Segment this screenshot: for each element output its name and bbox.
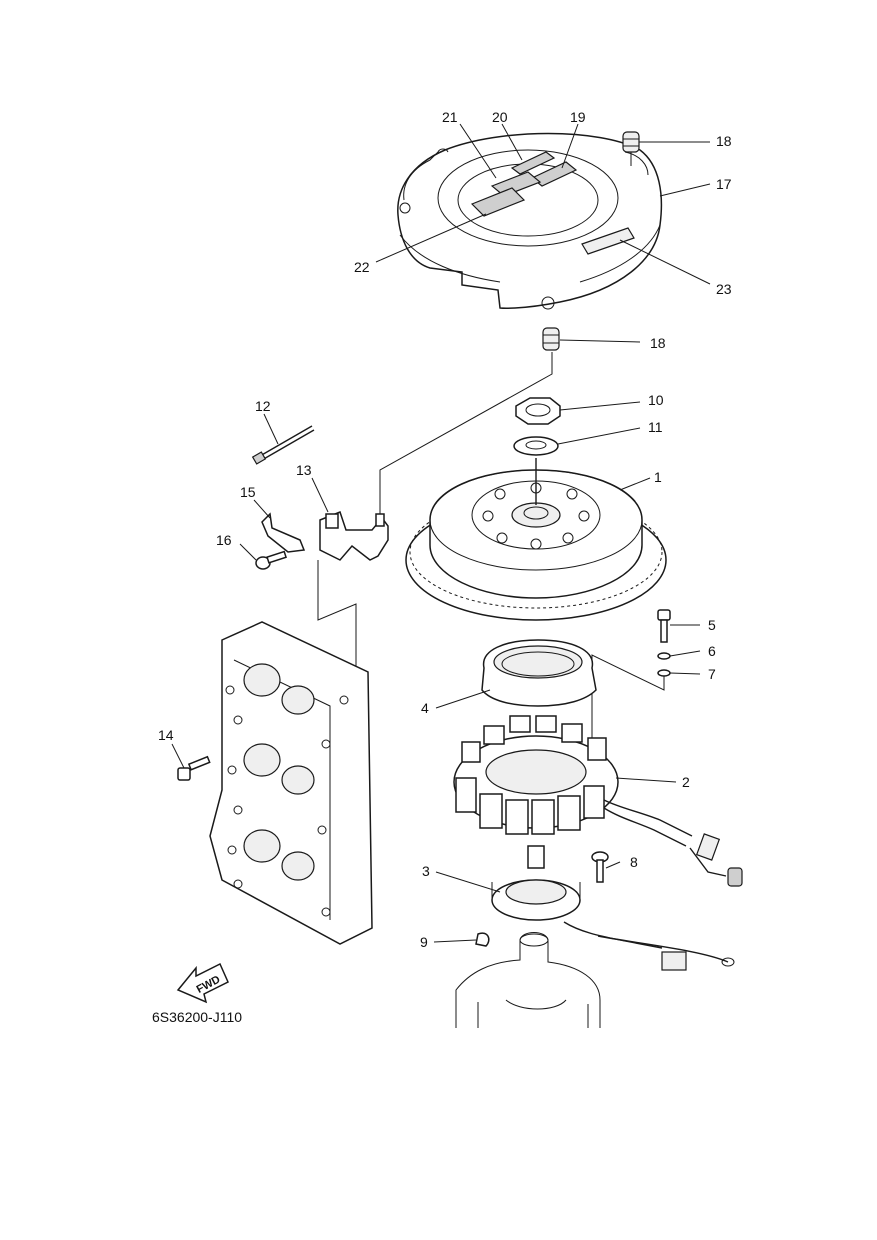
callout-23: 23: [716, 281, 732, 297]
callout-14: 14: [158, 727, 174, 743]
callout-18-top: 18: [716, 133, 732, 149]
callout-16: 16: [216, 532, 232, 548]
washer-6: [657, 652, 671, 660]
base-plate: [481, 639, 597, 707]
callout-19: 19: [570, 109, 586, 125]
callout-15: 15: [240, 484, 256, 500]
bolt-14: [177, 755, 211, 781]
cylinder-ports: [243, 663, 315, 881]
callout-17: 17: [716, 176, 732, 192]
callout-21: 21: [442, 109, 458, 125]
callout-7: 7: [708, 666, 716, 682]
callout-8: 8: [630, 854, 638, 870]
cover-labels: [470, 151, 635, 255]
block-bolt-holes: [225, 685, 349, 917]
callout-22: 22: [354, 259, 370, 275]
callout-2: 2: [682, 774, 690, 790]
cylinder-block: [209, 621, 373, 945]
flywheel: [405, 469, 667, 621]
rivet-9: [475, 932, 490, 947]
screw-8: [591, 851, 609, 883]
callout-10: 10: [648, 392, 664, 408]
stator: [453, 715, 743, 887]
callout-20: 20: [492, 109, 508, 125]
grommet-bottom: [542, 327, 560, 351]
assembly-line-grommet: [379, 352, 553, 515]
leader-lines: [171, 123, 711, 943]
cable-tie: [251, 425, 315, 465]
washer: [513, 436, 559, 456]
screw-16: [255, 550, 287, 570]
callout-6: 6: [708, 643, 716, 659]
callout-11: 11: [648, 419, 663, 435]
crankshaft-end: [455, 932, 601, 1028]
fwd-arrow: FWD: [176, 962, 229, 1004]
callout-18-bottom: 18: [650, 335, 666, 351]
washer-7: [657, 669, 671, 677]
holder-15: [261, 512, 306, 553]
stator-coils: [455, 715, 607, 835]
bracket-13: [319, 511, 389, 561]
callout-4: 4: [421, 700, 429, 716]
drawing-code: 6S36200-J110: [152, 1009, 242, 1025]
callout-3: 3: [422, 863, 430, 879]
callout-1: 1: [654, 469, 662, 485]
bolt-5: [657, 609, 671, 643]
assembly-line-bolt: [591, 654, 665, 748]
pulser-coil: [491, 845, 735, 971]
callout-numbers: 1 2 3 4 5 6 7 8 9 10 11 12 13 14 15 16 1…: [158, 109, 732, 950]
nut: [515, 397, 561, 425]
callout-13: 13: [296, 462, 312, 478]
callout-5: 5: [708, 617, 716, 633]
assembly-line-bracket: [317, 560, 357, 690]
flywheel-cover: [397, 132, 663, 310]
callout-9: 9: [420, 934, 428, 950]
callout-12: 12: [255, 398, 271, 414]
